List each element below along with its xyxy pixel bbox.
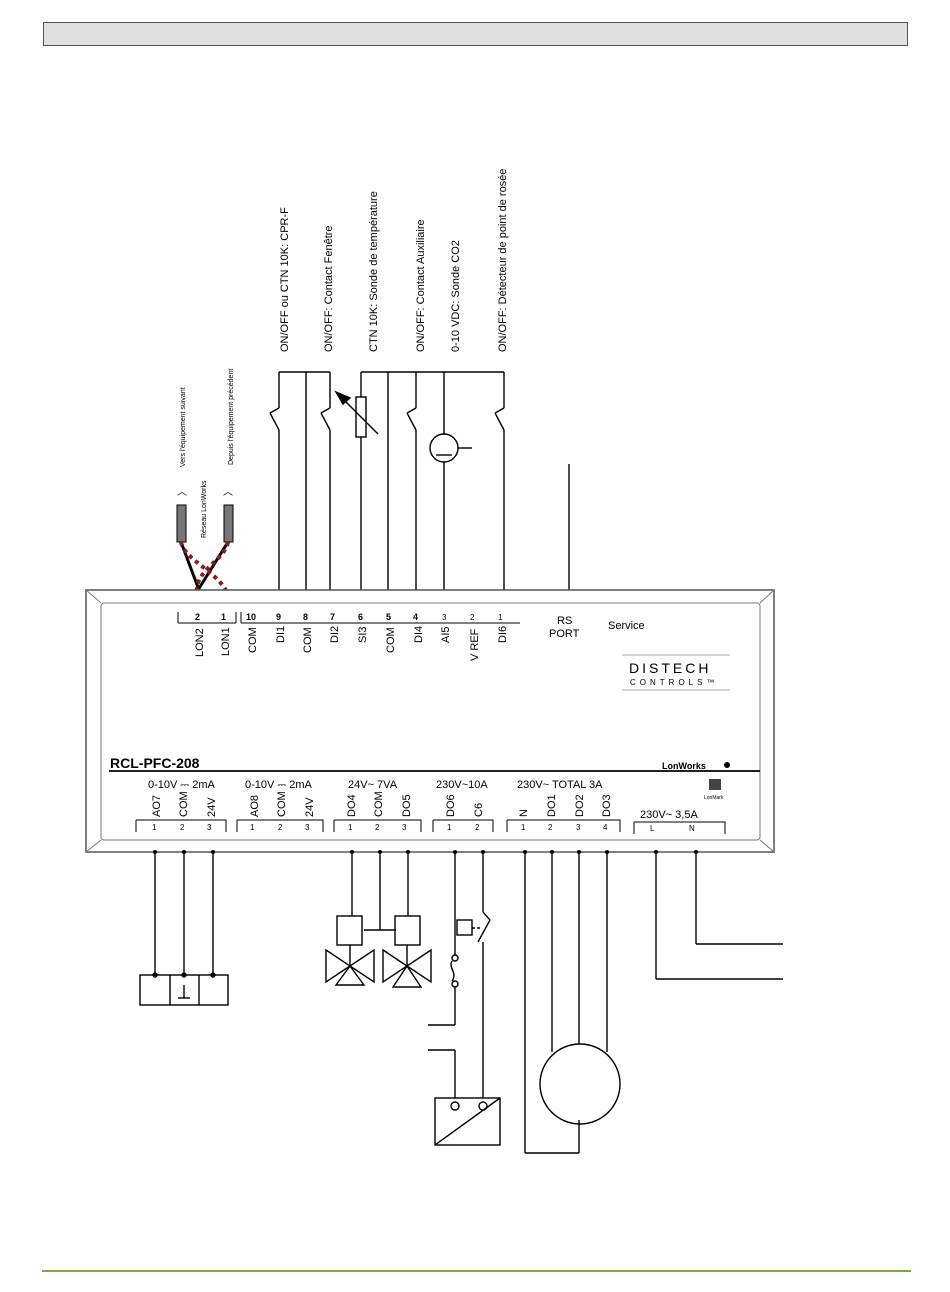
term-name: C6: [473, 803, 485, 817]
network-labels: Vers l'équipement suivant Réseau LonWork…: [177, 369, 235, 538]
lon-cable-prev: [223, 504, 234, 543]
bottom-terminal-block: 0-10V ⎓ 2mA 0-10V ⎓ 2mA 24V~ 7VA 230V~10…: [135, 779, 726, 834]
chevron-up-icon: ︿: [223, 487, 233, 498]
term-num: 1: [498, 613, 503, 622]
term-num: 9: [276, 612, 281, 622]
header-bar: [43, 22, 908, 46]
term-name: COM: [178, 791, 190, 817]
term-num: 3: [442, 613, 447, 622]
term-num: 2: [548, 823, 553, 832]
term-name: COM: [385, 627, 397, 653]
lon-cables: [176, 504, 234, 594]
term-name: AI5: [440, 626, 452, 643]
model-prefix: RCL: [110, 755, 139, 771]
top-terminal-block: 2 1 10 9 8 7 6 5 4 3 2 1 LON2 LON1 COM D…: [177, 612, 645, 661]
service-label: Service: [608, 620, 645, 632]
brand-line1: DISTECH: [629, 660, 711, 676]
term-name: DI6: [497, 626, 509, 643]
term-num: 1: [250, 823, 255, 832]
term-num: 2: [195, 612, 200, 622]
term-num: 10: [246, 612, 256, 622]
term-name: AO8: [249, 795, 261, 817]
bottom-wiring: [139, 852, 783, 1154]
term-name: DO2: [574, 794, 586, 817]
term-name: COM: [247, 627, 259, 653]
label-contact-auxiliaire: ON/OFF: Contact Auxiliaire: [415, 219, 427, 352]
label-sonde-co2: 0-10 VDC: Sonde CO2: [450, 240, 462, 352]
group-header: 230V~ 3,5A: [640, 809, 698, 821]
term-name: DO1: [546, 794, 558, 817]
term-num: 2: [278, 823, 283, 832]
term-num: 2: [475, 823, 480, 832]
term-num: 1: [447, 823, 452, 832]
term-name: DI4: [413, 626, 425, 643]
brand-line2: CONTROLS™: [630, 678, 718, 687]
group-header: 230V~10A: [436, 779, 488, 791]
label-contact-fenetre: ON/OFF: Contact Fenêtre: [323, 225, 335, 352]
term-num: 3: [207, 823, 212, 832]
signal-labels: ON/OFF ou CTN 10K: CPR-F ON/OFF: Contact…: [279, 169, 509, 352]
lon-cable-next: [176, 504, 187, 543]
term-num: 7: [330, 612, 335, 622]
term-num: 5: [386, 612, 391, 622]
term-name: V REF: [469, 628, 481, 661]
term-name: DI2: [329, 626, 341, 643]
group-header: 24V~ 7VA: [348, 779, 398, 791]
label-point-de-rosee: ON/OFF: Détecteur de point de rosée: [497, 169, 509, 352]
term-name: DI1: [275, 626, 287, 643]
rs-port-label: RS: [557, 615, 572, 627]
term-num: 3: [576, 823, 581, 832]
term-name: N: [518, 809, 530, 817]
term-num: 1: [221, 612, 226, 622]
term-name: 24V: [304, 797, 316, 817]
label-prev-device: Depuis l'équipement précédent: [228, 369, 235, 465]
term-num: 1: [521, 823, 526, 832]
lonworks-logo: LonWorks: [662, 761, 706, 771]
label-cpr-f: ON/OFF ou CTN 10K: CPR-F: [279, 207, 291, 352]
term-num: 1: [152, 823, 157, 832]
group-header: 230V~ TOTAL 3A: [517, 779, 603, 791]
label-next-device: Vers l'équipement suivant: [180, 387, 187, 467]
chevron-up-icon: ︿: [177, 487, 187, 498]
term-num: 1: [348, 823, 353, 832]
controller-body: [85, 589, 775, 853]
rs-port-label: PORT: [549, 628, 580, 640]
term-num: 8: [303, 612, 308, 622]
term-name: SI3: [357, 626, 369, 643]
term-num: 4: [413, 612, 418, 622]
top-wiring: [269, 371, 570, 592]
term-name: DO4: [346, 794, 358, 817]
term-name: N: [689, 824, 695, 833]
term-name: COM: [373, 791, 385, 817]
distech-logo: DISTECH CONTROLS™: [622, 654, 730, 691]
term-name: COM: [302, 627, 314, 653]
term-name: DO6: [445, 794, 457, 817]
term-name: AO7: [151, 795, 163, 817]
svg-text:RCL-PFC-208: RCL-PFC-208: [110, 755, 200, 771]
term-num: 4: [603, 823, 608, 832]
bottom-terminal-dots: [153, 850, 698, 854]
term-name: LON1: [220, 627, 232, 656]
term-name: DO3: [601, 794, 613, 817]
label-lonworks-bus: Réseau LonWorks: [201, 480, 208, 538]
group-header: 0-10V ⎓ 2mA: [245, 779, 313, 791]
model-banner: RCL-PFC-208 LonWorks LonMark: [109, 755, 760, 801]
term-num: 3: [402, 823, 407, 832]
term-name: COM: [276, 791, 288, 817]
group-header: 0-10V ⎓ 2mA: [148, 779, 216, 791]
term-num: 3: [305, 823, 310, 832]
term-name: LON2: [194, 628, 206, 657]
term-num: 2: [375, 823, 380, 832]
term-name: DO5: [401, 794, 413, 817]
label-sonde-temperature: CTN 10K: Sonde de température: [368, 191, 380, 352]
model-suffix: -PFC-208: [139, 755, 200, 771]
term-num: 2: [180, 823, 185, 832]
term-name: 24V: [206, 797, 218, 817]
term-num: 6: [358, 612, 363, 622]
lonmark-logo: LonMark: [704, 795, 724, 801]
term-num: 2: [470, 613, 475, 622]
footer-line: [42, 1270, 911, 1272]
term-name: L: [650, 824, 655, 833]
